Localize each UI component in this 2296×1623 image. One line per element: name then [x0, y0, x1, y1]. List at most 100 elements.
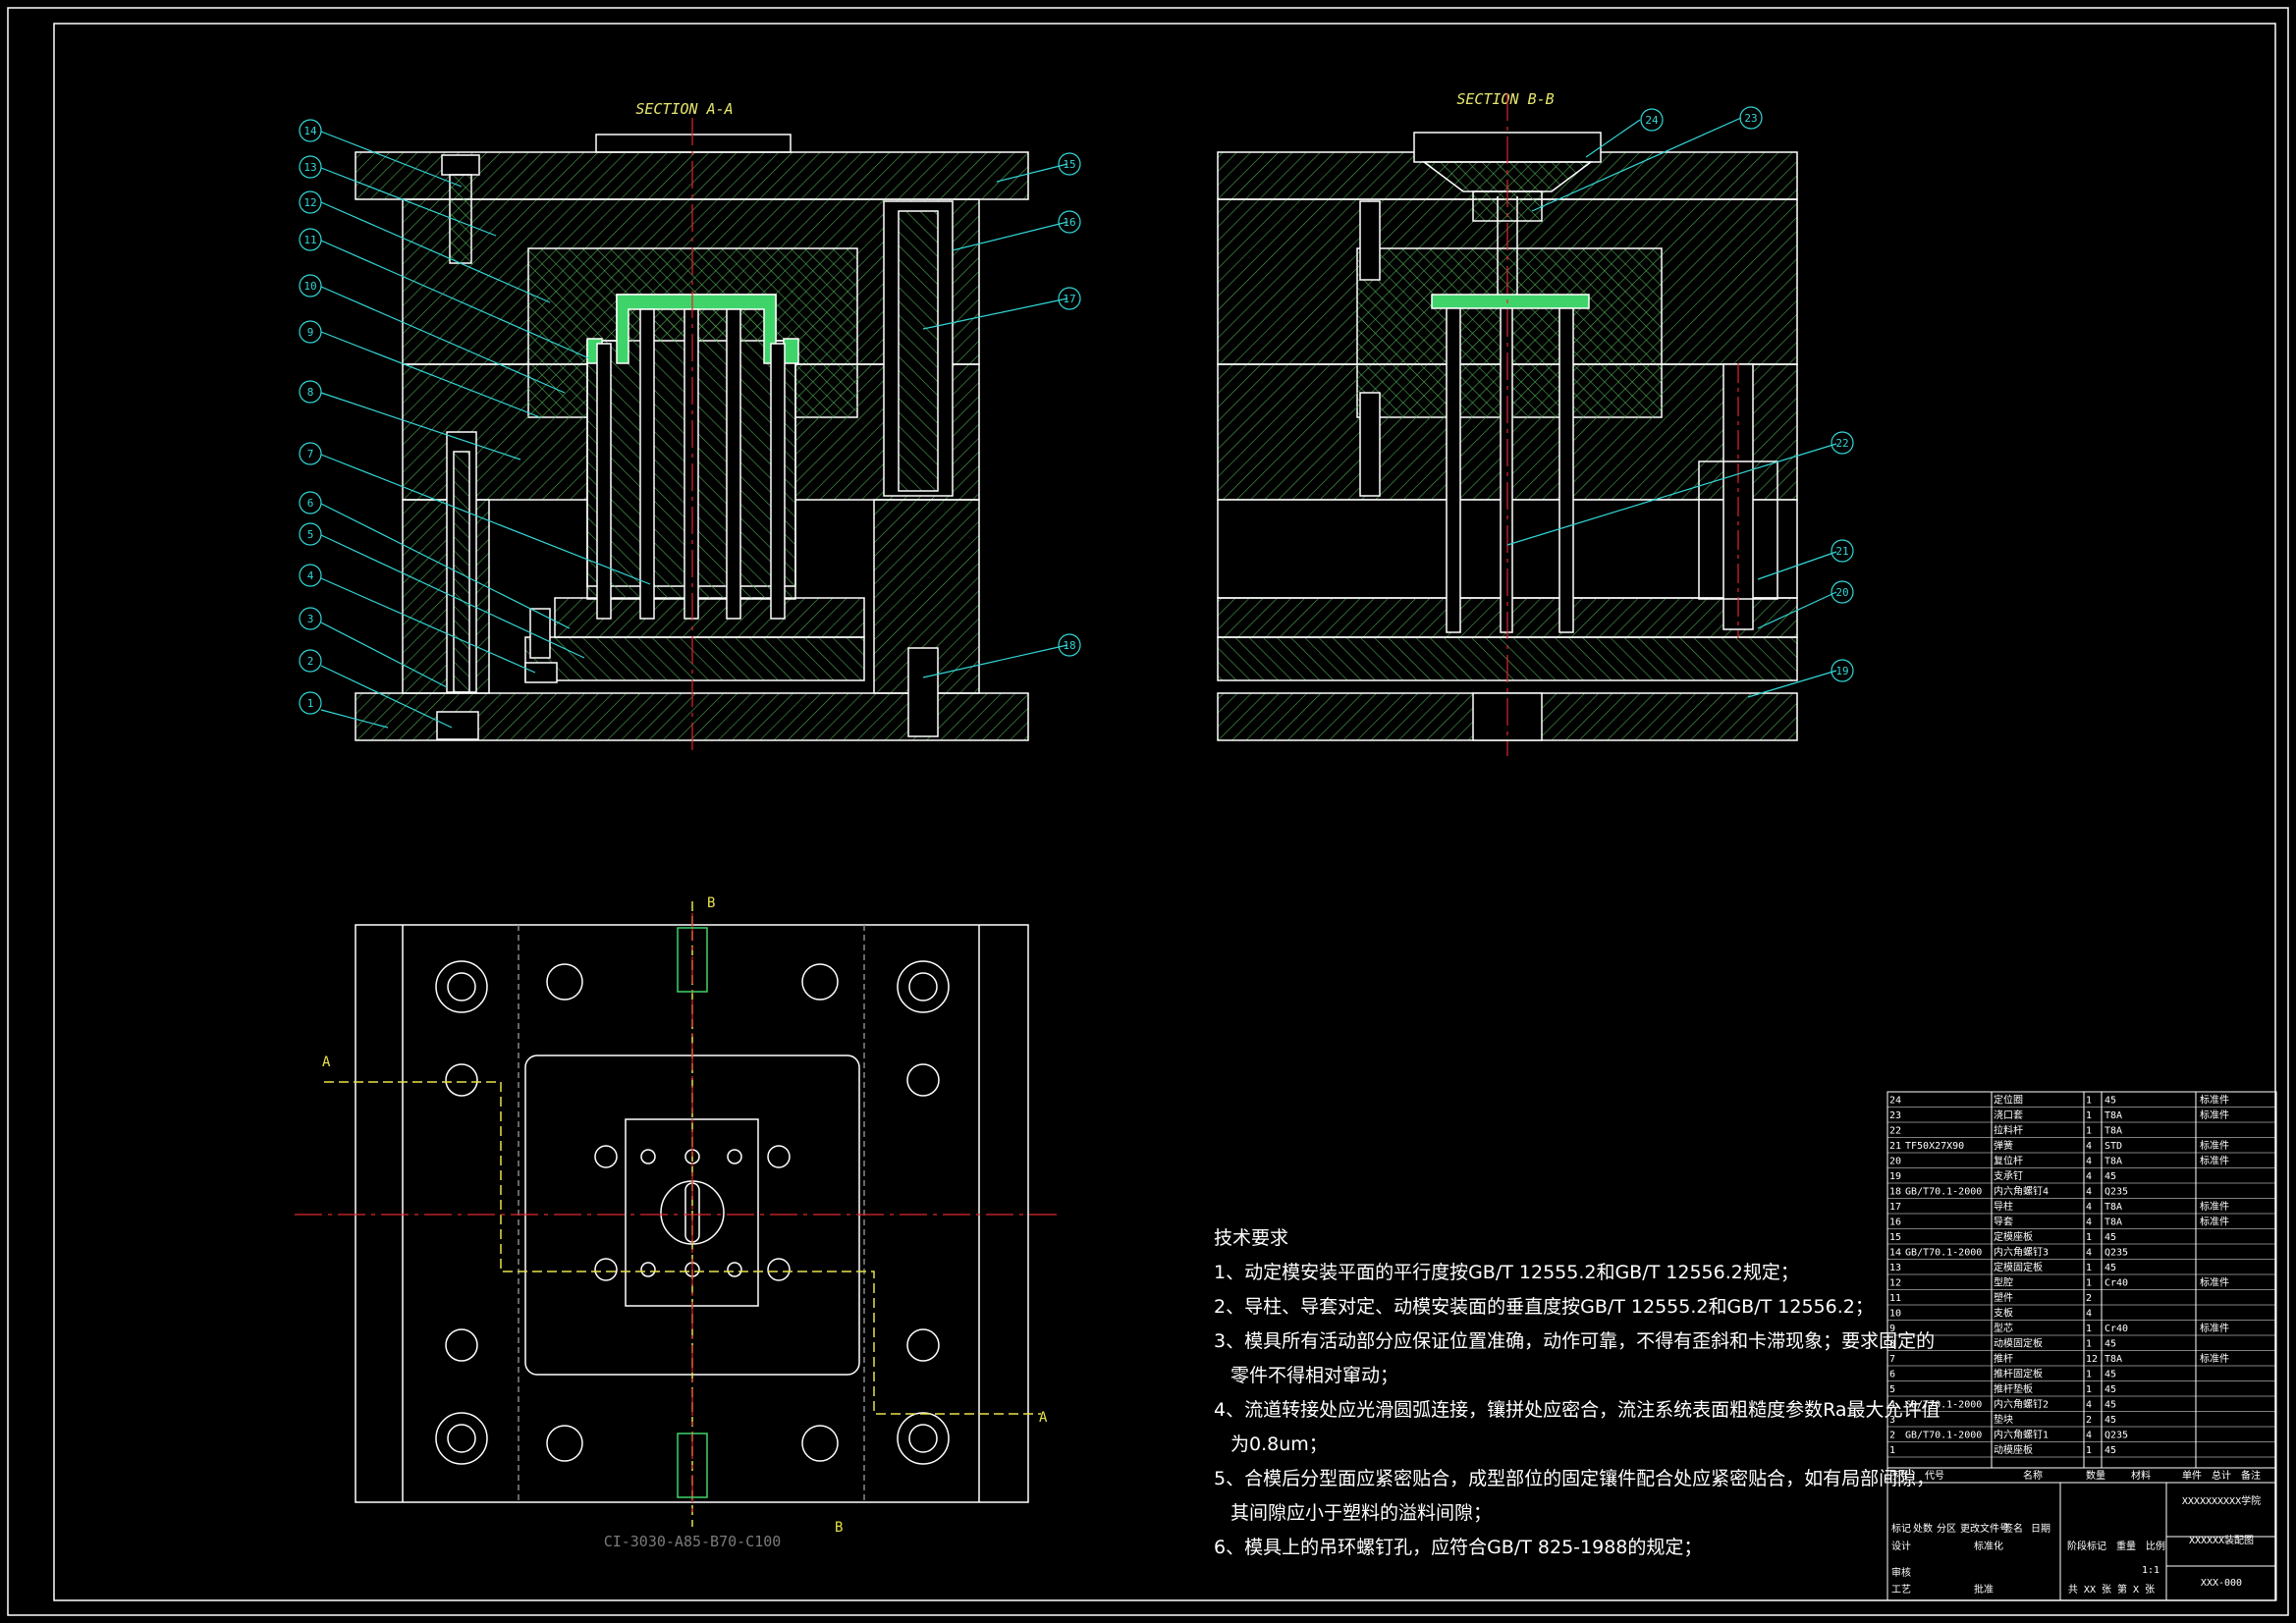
bom-cell-qty: 1: [2086, 1126, 2092, 1137]
bom-cell-name: 支板: [1994, 1307, 2013, 1320]
bom-cell-qty: 1: [2086, 1278, 2092, 1289]
balloon-20: [1831, 580, 1854, 604]
plan-view-label: CI-3030-A85-B70-C100: [604, 1533, 782, 1550]
bom-cell-no: 20: [1889, 1157, 1901, 1167]
balloon-label-1: 1: [307, 697, 314, 710]
balloons-b: [1640, 106, 1854, 682]
bom-cell-qty: 4: [2086, 1157, 2092, 1167]
bom-cell-qty: 12: [2086, 1354, 2098, 1365]
bom-cell-mat: 45: [2105, 1400, 2116, 1411]
bom-cell-note: 标准件: [2200, 1201, 2229, 1213]
balloon-label-12: 12: [303, 196, 316, 209]
bom-cell-name: 动模座板: [1994, 1443, 2033, 1456]
bom-cell-qty: 4: [2086, 1217, 2092, 1228]
tb-designer: 设计: [1891, 1540, 1911, 1552]
bom-cell-qty: 1: [2086, 1263, 2092, 1273]
balloon-label-9: 9: [307, 326, 314, 339]
tb-drawing-name: XXXXXX装配图: [2189, 1534, 2254, 1546]
bom-cell-name: 定模座板: [1994, 1230, 2033, 1243]
bom-cell-qty: 4: [2086, 1248, 2092, 1259]
balloon-label-8: 8: [307, 386, 314, 399]
bom-cell-code: GB/T70.1-2000: [1905, 1248, 1982, 1259]
molded-part-a: [616, 294, 777, 364]
bom-header-note: 备注: [2241, 1469, 2261, 1482]
requirement-1: 1、动定模安装平面的平行度按GB/T 12555.2和GB/T 12556.2规…: [1214, 1262, 1799, 1283]
balloon-label-17: 17: [1063, 293, 1075, 305]
bom-cell-mat: 45: [2105, 1384, 2116, 1395]
bom-cell-mat: STD: [2105, 1141, 2122, 1152]
bom-cell-no: 18: [1889, 1187, 1901, 1198]
bom-cell-mat: 45: [2105, 1445, 2116, 1456]
balloon-label-20: 20: [1835, 586, 1848, 599]
bom-cell-no: 9: [1889, 1324, 1895, 1334]
bom-cell-no: 3: [1889, 1415, 1895, 1426]
balloon-label-18: 18: [1063, 639, 1075, 652]
bom-cell-note: 标准件: [2200, 1156, 2229, 1167]
bom-cell-qty: 2: [2086, 1415, 2092, 1426]
balloon-17: [1058, 287, 1081, 310]
section-a-title: SECTION A-A: [635, 100, 733, 118]
bom-cell-mat: T8A: [2105, 1126, 2122, 1137]
technical-requirements: 技术要求 1、动定模安装平面的平行度按GB/T 12555.2和GB/T 125…: [1214, 1221, 1941, 1565]
bom-cell-mat: T8A: [2105, 1110, 2122, 1121]
bom-cell-mat: T8A: [2105, 1202, 2122, 1213]
balloon-2: [299, 649, 322, 673]
bom-header-w2: 总计: [2212, 1469, 2231, 1482]
tb-sheets: 共 XX 张 第 X 张: [2068, 1583, 2155, 1596]
bom-cell-qty: 1: [2086, 1370, 2092, 1380]
requirement-4: 4、流道转接处应光滑圆弧连接，镶拼处应密合，流注系统表面粗糙度参数Ra最大允许值: [1214, 1399, 1941, 1421]
tb-school: XXXXXXXXXX学院: [2182, 1494, 2261, 1507]
bom-cell-name: 内六角螺钉4: [1994, 1185, 2049, 1198]
bom-cell-code: GB/T70.1-2000: [1905, 1187, 1982, 1198]
bom-cell-name: 弹簧: [1994, 1139, 2013, 1152]
bom-cell-mat: Cr40: [2105, 1278, 2128, 1289]
bom-cell-qty: 4: [2086, 1141, 2092, 1152]
bom-cell-qty: 4: [2086, 1171, 2092, 1182]
bom-title-block: XXXXXXXXXX学院 XXXXXX装配图 XXX-000 1:1 共 XX …: [1891, 1494, 2261, 1596]
balloon-label-21: 21: [1835, 545, 1848, 558]
bom-cell-name: 推杆垫板: [1994, 1382, 2033, 1395]
balloon-1: [299, 691, 322, 715]
bom-cell-qty: 1: [2086, 1445, 2092, 1456]
bom-cell-no: 8: [1889, 1339, 1895, 1350]
bom-cell-no: 13: [1889, 1263, 1901, 1273]
balloon-5: [299, 522, 322, 546]
balloon-label-6: 6: [307, 497, 314, 510]
bom-cell-no: 23: [1889, 1110, 1901, 1121]
leaders-b: [1506, 117, 1837, 698]
balloon-4: [299, 564, 322, 587]
balloon-3: [299, 607, 322, 630]
section-a-view: SECTION A-A: [355, 100, 1029, 751]
bom-cell-no: 12: [1889, 1278, 1901, 1289]
balloon-11: [299, 228, 322, 251]
bom-cell-no: 6: [1889, 1370, 1895, 1380]
bom-cell-mat: Q235: [2105, 1187, 2128, 1198]
bom-cell-qty: 4: [2086, 1187, 2092, 1198]
balloon-label-13: 13: [303, 161, 316, 174]
balloon-label-4: 4: [307, 569, 314, 582]
tb-rev2: 处数: [1913, 1522, 1933, 1535]
bom-cell-mat: 45: [2105, 1171, 2116, 1182]
cut-label-a-bottom: A: [1039, 1410, 1048, 1426]
bom-cell-qty: 1: [2086, 1096, 2092, 1107]
tb-rev3: 分区: [1937, 1523, 1956, 1535]
bom-cell-note: 标准件: [2200, 1323, 2229, 1334]
plan-view: [295, 901, 1061, 1527]
tb-rev6: 日期: [2031, 1523, 2050, 1535]
bom-cell-no: 4: [1889, 1400, 1895, 1411]
bom-cell-mat: Q235: [2105, 1431, 2128, 1441]
bom-header-no: 序号: [1889, 1469, 1909, 1482]
bom-header-code: 代号: [1925, 1470, 1944, 1482]
bom-cell-mat: 45: [2105, 1415, 2116, 1426]
bom-cell-no: 2: [1889, 1431, 1895, 1441]
bom-cell-note: 标准件: [2200, 1109, 2229, 1121]
balloon-label-24: 24: [1645, 114, 1659, 127]
bom-header-w1: 单件: [2182, 1470, 2202, 1482]
requirements-title: 技术要求: [1214, 1227, 1289, 1249]
tb-drawing-no: XXX-000: [2201, 1578, 2242, 1589]
balloon-label-5: 5: [307, 528, 314, 541]
tb-rev5: 签名: [2003, 1522, 2023, 1535]
balloon-label-2: 2: [307, 655, 314, 668]
bom-header-mat: 材料: [2131, 1469, 2151, 1482]
bom-cell-name: 推杆: [1994, 1352, 2013, 1365]
